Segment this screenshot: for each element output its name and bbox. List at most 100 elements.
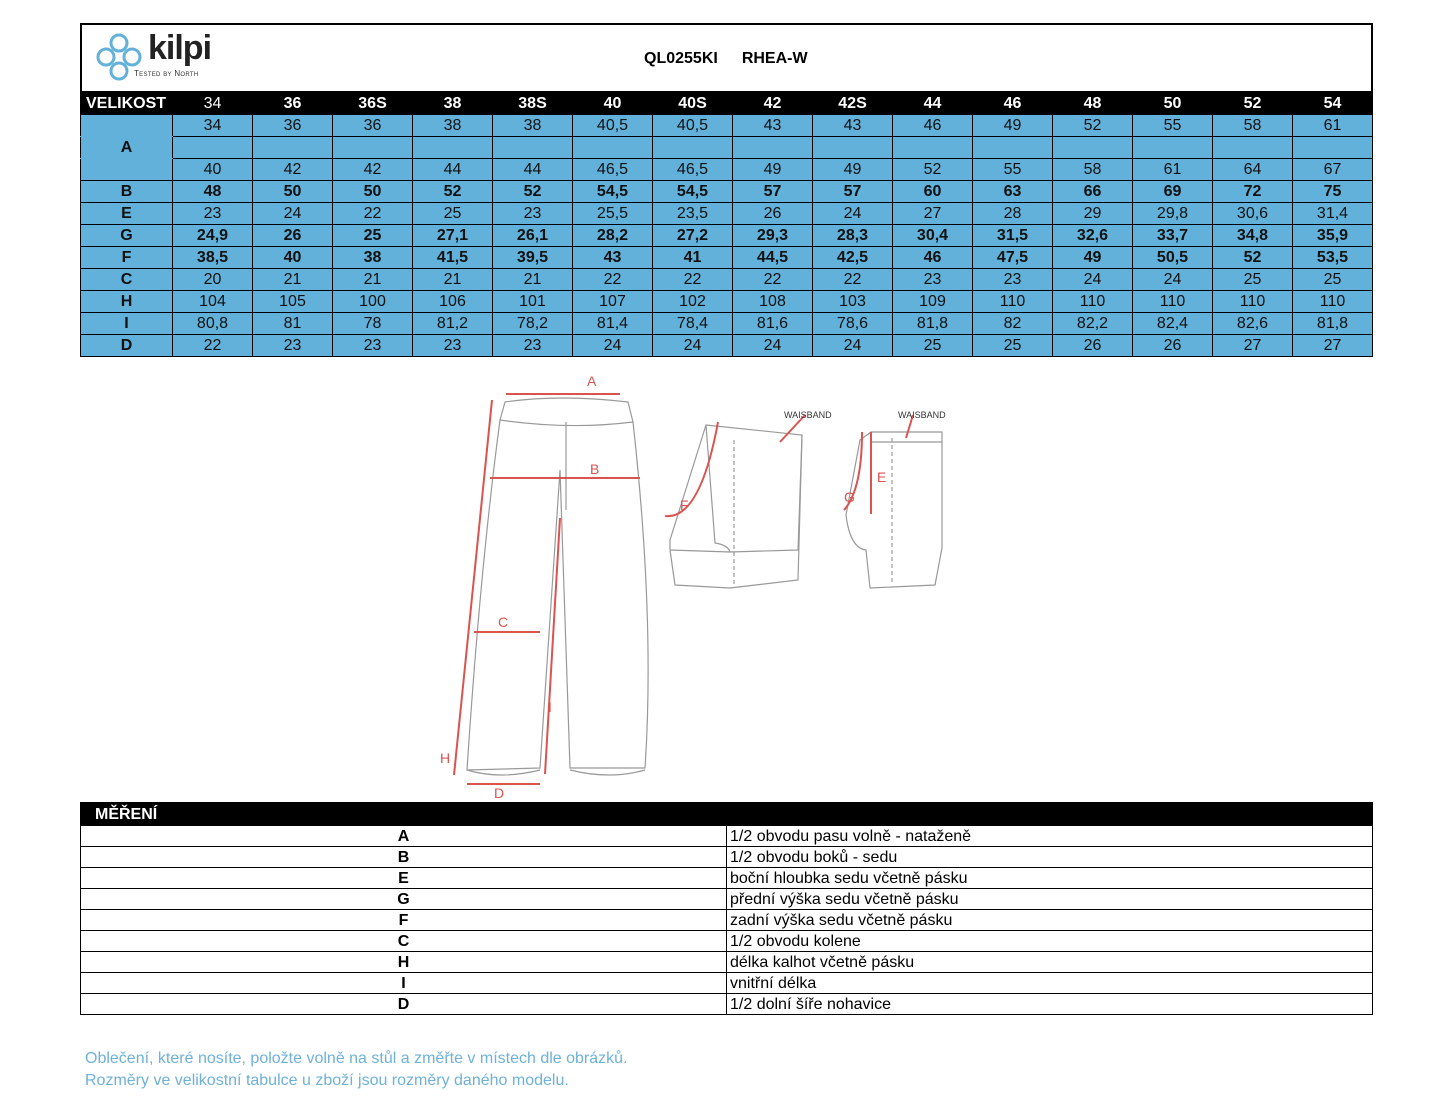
table-cell: 24 bbox=[572, 334, 653, 357]
row-label bbox=[80, 114, 173, 137]
table-cell: 64 bbox=[1212, 158, 1293, 181]
row-label: I bbox=[80, 312, 173, 335]
table-cell: 81 bbox=[252, 312, 333, 335]
table-cell bbox=[492, 136, 573, 159]
instruction-note-2: Rozměry ve velikostní tabulce u zboží js… bbox=[85, 1072, 569, 1089]
table-cell: 23 bbox=[172, 202, 253, 225]
label-b: B bbox=[590, 461, 599, 477]
table-cell: 82,6 bbox=[1212, 312, 1293, 335]
measurement-description: 1/2 obvodu boků - sedu bbox=[726, 846, 1373, 868]
table-cell: 25 bbox=[412, 202, 493, 225]
row-label: G bbox=[80, 224, 173, 247]
size-column-header: 42 bbox=[732, 91, 813, 115]
label-a: A bbox=[587, 373, 597, 389]
measurement-description: 1/2 obvodu pasu volně - nataženě bbox=[726, 825, 1373, 847]
table-cell: 105 bbox=[252, 290, 333, 313]
table-cell: 29 bbox=[1052, 202, 1133, 225]
size-column-header: 40 bbox=[572, 91, 653, 115]
table-cell: 81,6 bbox=[732, 312, 813, 335]
table-cell: 82,4 bbox=[1132, 312, 1213, 335]
table-cell: 54,5 bbox=[572, 180, 653, 203]
table-cell: 21 bbox=[252, 268, 333, 291]
table-cell: 106 bbox=[412, 290, 493, 313]
measurement-code: D bbox=[80, 993, 727, 1015]
product-name: RHEA-W bbox=[741, 50, 808, 67]
measurement-code: A bbox=[80, 825, 727, 847]
table-cell: 110 bbox=[1212, 290, 1293, 313]
measurement-description: boční hloubka sedu včetně pásku bbox=[726, 867, 1373, 889]
diagram-labels: A B C D H I F E G bbox=[440, 373, 886, 800]
product-code: QL0255KI bbox=[644, 50, 718, 67]
knot-logo-icon bbox=[96, 33, 142, 81]
table-cell: 43 bbox=[572, 246, 653, 269]
table-cell: 28,3 bbox=[812, 224, 893, 247]
table-cell: 40 bbox=[252, 246, 333, 269]
table-cell: 52 bbox=[412, 180, 493, 203]
table-cell: 80,8 bbox=[172, 312, 253, 335]
size-column-header: 46 bbox=[972, 91, 1053, 115]
pants-measurement-diagram: A B C D H I F E G WAISBAND WAISBAND bbox=[440, 373, 946, 800]
label-f: F bbox=[680, 497, 689, 513]
table-cell: 20 bbox=[172, 268, 253, 291]
table-cell: 34,8 bbox=[1212, 224, 1293, 247]
table-cell: 36 bbox=[332, 114, 413, 137]
table-cell: 61 bbox=[1292, 114, 1373, 137]
label-g: G bbox=[844, 489, 855, 505]
table-cell: 24 bbox=[812, 202, 893, 225]
table-cell: 81,2 bbox=[412, 312, 493, 335]
size-column-header: 54 bbox=[1292, 91, 1373, 115]
measurement-code: H bbox=[80, 951, 727, 973]
table-cell: 25,5 bbox=[572, 202, 653, 225]
table-cell: 30,6 bbox=[1212, 202, 1293, 225]
table-cell: 31,5 bbox=[972, 224, 1053, 247]
table-cell: 47,5 bbox=[972, 246, 1053, 269]
table-cell: 23 bbox=[892, 268, 973, 291]
table-cell: 81,8 bbox=[1292, 312, 1373, 335]
table-cell: 38 bbox=[492, 114, 573, 137]
measurement-description: 1/2 obvodu kolene bbox=[726, 930, 1373, 952]
waistband-label-side: WAISBAND bbox=[898, 410, 946, 420]
size-column-header: 40S bbox=[652, 91, 733, 115]
table-cell: 22 bbox=[732, 268, 813, 291]
table-cell: 67 bbox=[1292, 158, 1373, 181]
label-i: I bbox=[548, 699, 552, 715]
table-cell: 57 bbox=[732, 180, 813, 203]
table-cell: 29,3 bbox=[732, 224, 813, 247]
table-cell: 21 bbox=[412, 268, 493, 291]
table-cell: 41 bbox=[652, 246, 733, 269]
table-cell: 40,5 bbox=[572, 114, 653, 137]
row-label: F bbox=[80, 246, 173, 269]
table-cell: 108 bbox=[732, 290, 813, 313]
table-cell: 30,4 bbox=[892, 224, 973, 247]
product-title: QL0255KI RHEA-W bbox=[644, 50, 832, 68]
measurement-code: C bbox=[80, 930, 727, 952]
table-cell: 24,9 bbox=[172, 224, 253, 247]
table-cell: 52 bbox=[492, 180, 573, 203]
table-cell bbox=[572, 136, 653, 159]
table-cell: 54,5 bbox=[652, 180, 733, 203]
table-cell: 22 bbox=[172, 334, 253, 357]
table-cell: 42 bbox=[252, 158, 333, 181]
kilpi-logo: kilpi bbox=[94, 31, 212, 83]
table-cell: 44 bbox=[492, 158, 573, 181]
table-cell: 25 bbox=[972, 334, 1053, 357]
table-cell: 25 bbox=[892, 334, 973, 357]
table-cell: 38 bbox=[412, 114, 493, 137]
table-cell: 36 bbox=[252, 114, 333, 137]
table-cell: 60 bbox=[892, 180, 973, 203]
table-cell: 27 bbox=[1212, 334, 1293, 357]
table-cell bbox=[412, 136, 493, 159]
table-cell: 103 bbox=[812, 290, 893, 313]
table-cell: 46,5 bbox=[572, 158, 653, 181]
row-label: E bbox=[80, 202, 173, 225]
measurement-description: délka kalhot včetně pásku bbox=[726, 951, 1373, 973]
table-cell: 41,5 bbox=[412, 246, 493, 269]
size-column-header: 50 bbox=[1132, 91, 1213, 115]
table-cell: 23 bbox=[252, 334, 333, 357]
